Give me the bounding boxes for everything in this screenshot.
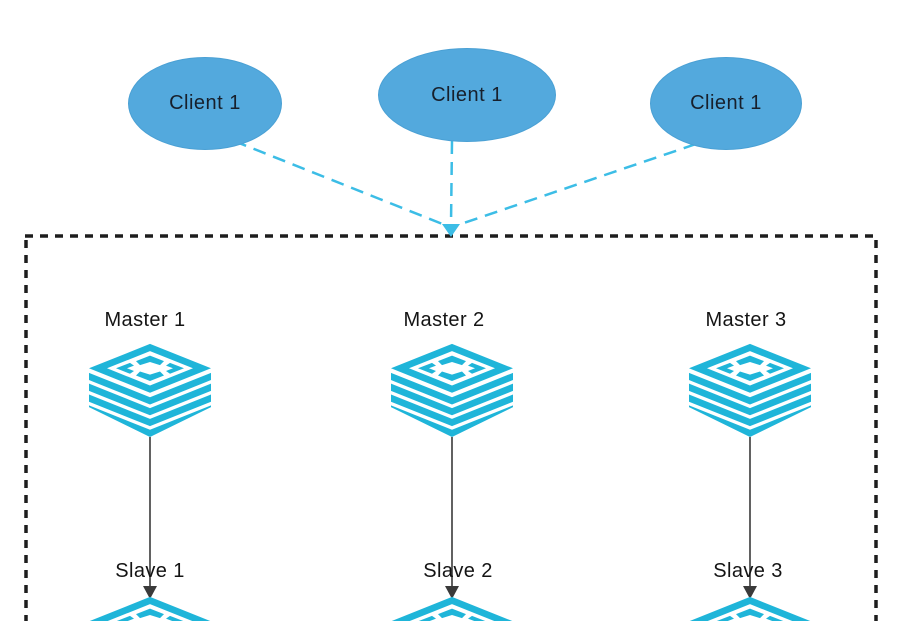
master1-node-icon: [89, 343, 211, 437]
master1-label: Master 1: [104, 309, 186, 331]
connector-arrowhead-icon: [442, 224, 460, 237]
replication-arrows: [143, 437, 757, 599]
client-node-2: Client 1: [378, 48, 556, 142]
client1-connector-line: [233, 139, 446, 227]
client-node-1-label: Client 1: [169, 92, 241, 114]
master1-slave1-arrowhead-icon: [143, 586, 157, 599]
master3-node-icon: [689, 343, 811, 437]
slave2-node-icon: [391, 596, 513, 621]
slave1-label: Slave 1: [115, 560, 185, 582]
client-node-3: Client 1: [650, 57, 802, 150]
client2-connector-line: [449, 140, 454, 225]
master2-node-icon: [391, 343, 513, 437]
client-node-2-label: Client 1: [431, 83, 503, 106]
slave1-node-icon: [89, 596, 211, 621]
slave3-label: Slave 3: [713, 560, 783, 582]
client3-connector-line: [457, 142, 697, 227]
client-node-3-label: Client 1: [690, 92, 762, 114]
slave2-label: Slave 2: [423, 560, 493, 582]
client-node-1: Client 1: [128, 57, 282, 150]
master2-slave2-arrowhead-icon: [445, 586, 459, 599]
master2-label: Master 2: [403, 309, 485, 331]
master3-label: Master 3: [705, 309, 787, 331]
slave3-node-icon: [689, 596, 811, 621]
client-connectors: [233, 139, 697, 227]
master3-slave3-arrowhead-icon: [743, 586, 757, 599]
